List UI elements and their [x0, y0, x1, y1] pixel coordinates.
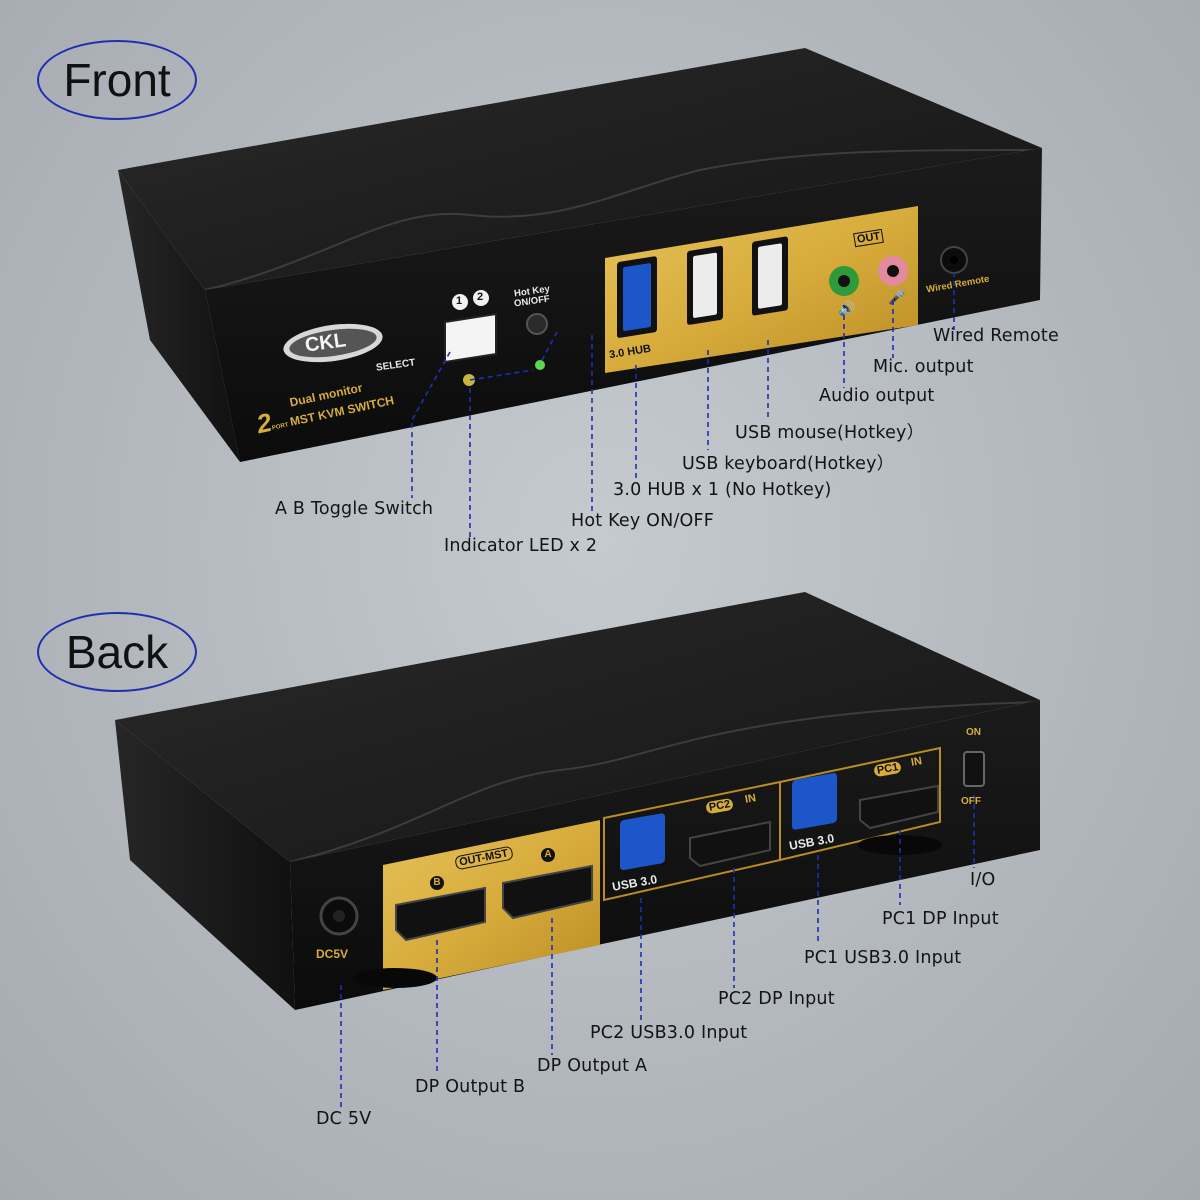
letter-a-text: A	[541, 848, 555, 862]
front-device-left-side	[118, 170, 240, 462]
back-foot-left-icon	[353, 968, 437, 988]
pc2-usb30-port-icon	[620, 813, 665, 871]
callout-usb-mouse: USB mouse(Hotkey）	[735, 423, 925, 443]
callout-pc1-dp: PC1 DP Input	[882, 909, 999, 929]
letter-b-text: B	[430, 876, 444, 890]
pc1-in-suffix-text: IN	[910, 755, 923, 769]
callout-io: I/O	[970, 870, 996, 890]
back-device-left-side	[115, 720, 295, 1010]
back-callout-lines	[340, 795, 975, 1110]
callout-wired-remote: Wired Remote	[933, 326, 1059, 346]
back-section-text: Back	[65, 626, 169, 678]
pc2-dp-input-port-icon	[689, 820, 771, 868]
svg-text:🔊: 🔊	[838, 299, 855, 317]
callout-mic-output: Mic. output	[873, 357, 974, 377]
back-device-top-wave	[289, 701, 1041, 863]
usb-mouse-port-icon	[752, 236, 788, 316]
callout-hub: 3.0 HUB x 1 (No Hotkey)	[613, 480, 832, 500]
dp-output-a-port-icon	[502, 864, 593, 920]
front-device-top-wave	[204, 149, 1041, 291]
front-callout-lines	[411, 272, 955, 538]
callout-pc1-usb: PC1 USB3.0 Input	[804, 948, 962, 968]
usb-keyboard-port-icon	[687, 245, 723, 325]
select-button-icon	[444, 312, 497, 364]
callout-dp-output-b: DP Output B	[415, 1077, 526, 1097]
svg-text:🎤: 🎤	[888, 288, 906, 306]
callout-pc2-usb: PC2 USB3.0 Input	[590, 1023, 748, 1043]
callout-toggle-switch: A B Toggle Switch	[275, 499, 434, 519]
hotkey-button-icon	[526, 313, 548, 335]
led-green-icon	[535, 360, 545, 370]
back-section-label: Back	[37, 612, 197, 692]
dc5v-device-text: DC5V	[316, 947, 349, 961]
callout-indicator-led: Indicator LED x 2	[444, 536, 598, 556]
out-mst-gold-panel	[383, 820, 600, 990]
callout-usb-keyboard: USB keyboard(Hotkey）	[682, 454, 895, 474]
pc1-badge-icon	[452, 294, 468, 310]
pc1-badge-text: 1	[456, 295, 463, 307]
callout-hotkey: Hot Key ON/OFF	[571, 511, 715, 531]
back-device-top	[115, 592, 1040, 862]
callout-audio-output: Audio output	[819, 386, 935, 406]
pc1-dp-input-port-icon	[859, 784, 939, 830]
pc2-badge-text: 2	[477, 291, 484, 303]
usb-hub-port-icon	[617, 256, 657, 338]
pc2-badge-icon	[473, 290, 489, 306]
front-device-top	[118, 48, 1042, 290]
power-switch-icon	[963, 751, 985, 787]
on-text: ON	[966, 727, 981, 738]
callout-dp-output-a: DP Output A	[537, 1056, 648, 1076]
front-device: 🔊 🎤	[118, 48, 1042, 462]
pc1-block-outline	[779, 746, 941, 862]
back-device	[115, 592, 1041, 1010]
callout-dc5v: DC 5V	[316, 1109, 372, 1129]
back-foot-right-icon	[858, 835, 942, 855]
front-section-text: Front	[63, 54, 171, 106]
off-text: OFF	[961, 796, 981, 807]
pc1-usb30-port-icon	[792, 773, 837, 830]
pc2-in-suffix-text: IN	[744, 792, 757, 806]
callout-pc2-dp: PC2 DP Input	[718, 989, 835, 1009]
dp-output-b-port-icon	[395, 886, 486, 942]
led-yellow-icon	[463, 374, 475, 386]
front-section-label: Front	[37, 40, 197, 120]
